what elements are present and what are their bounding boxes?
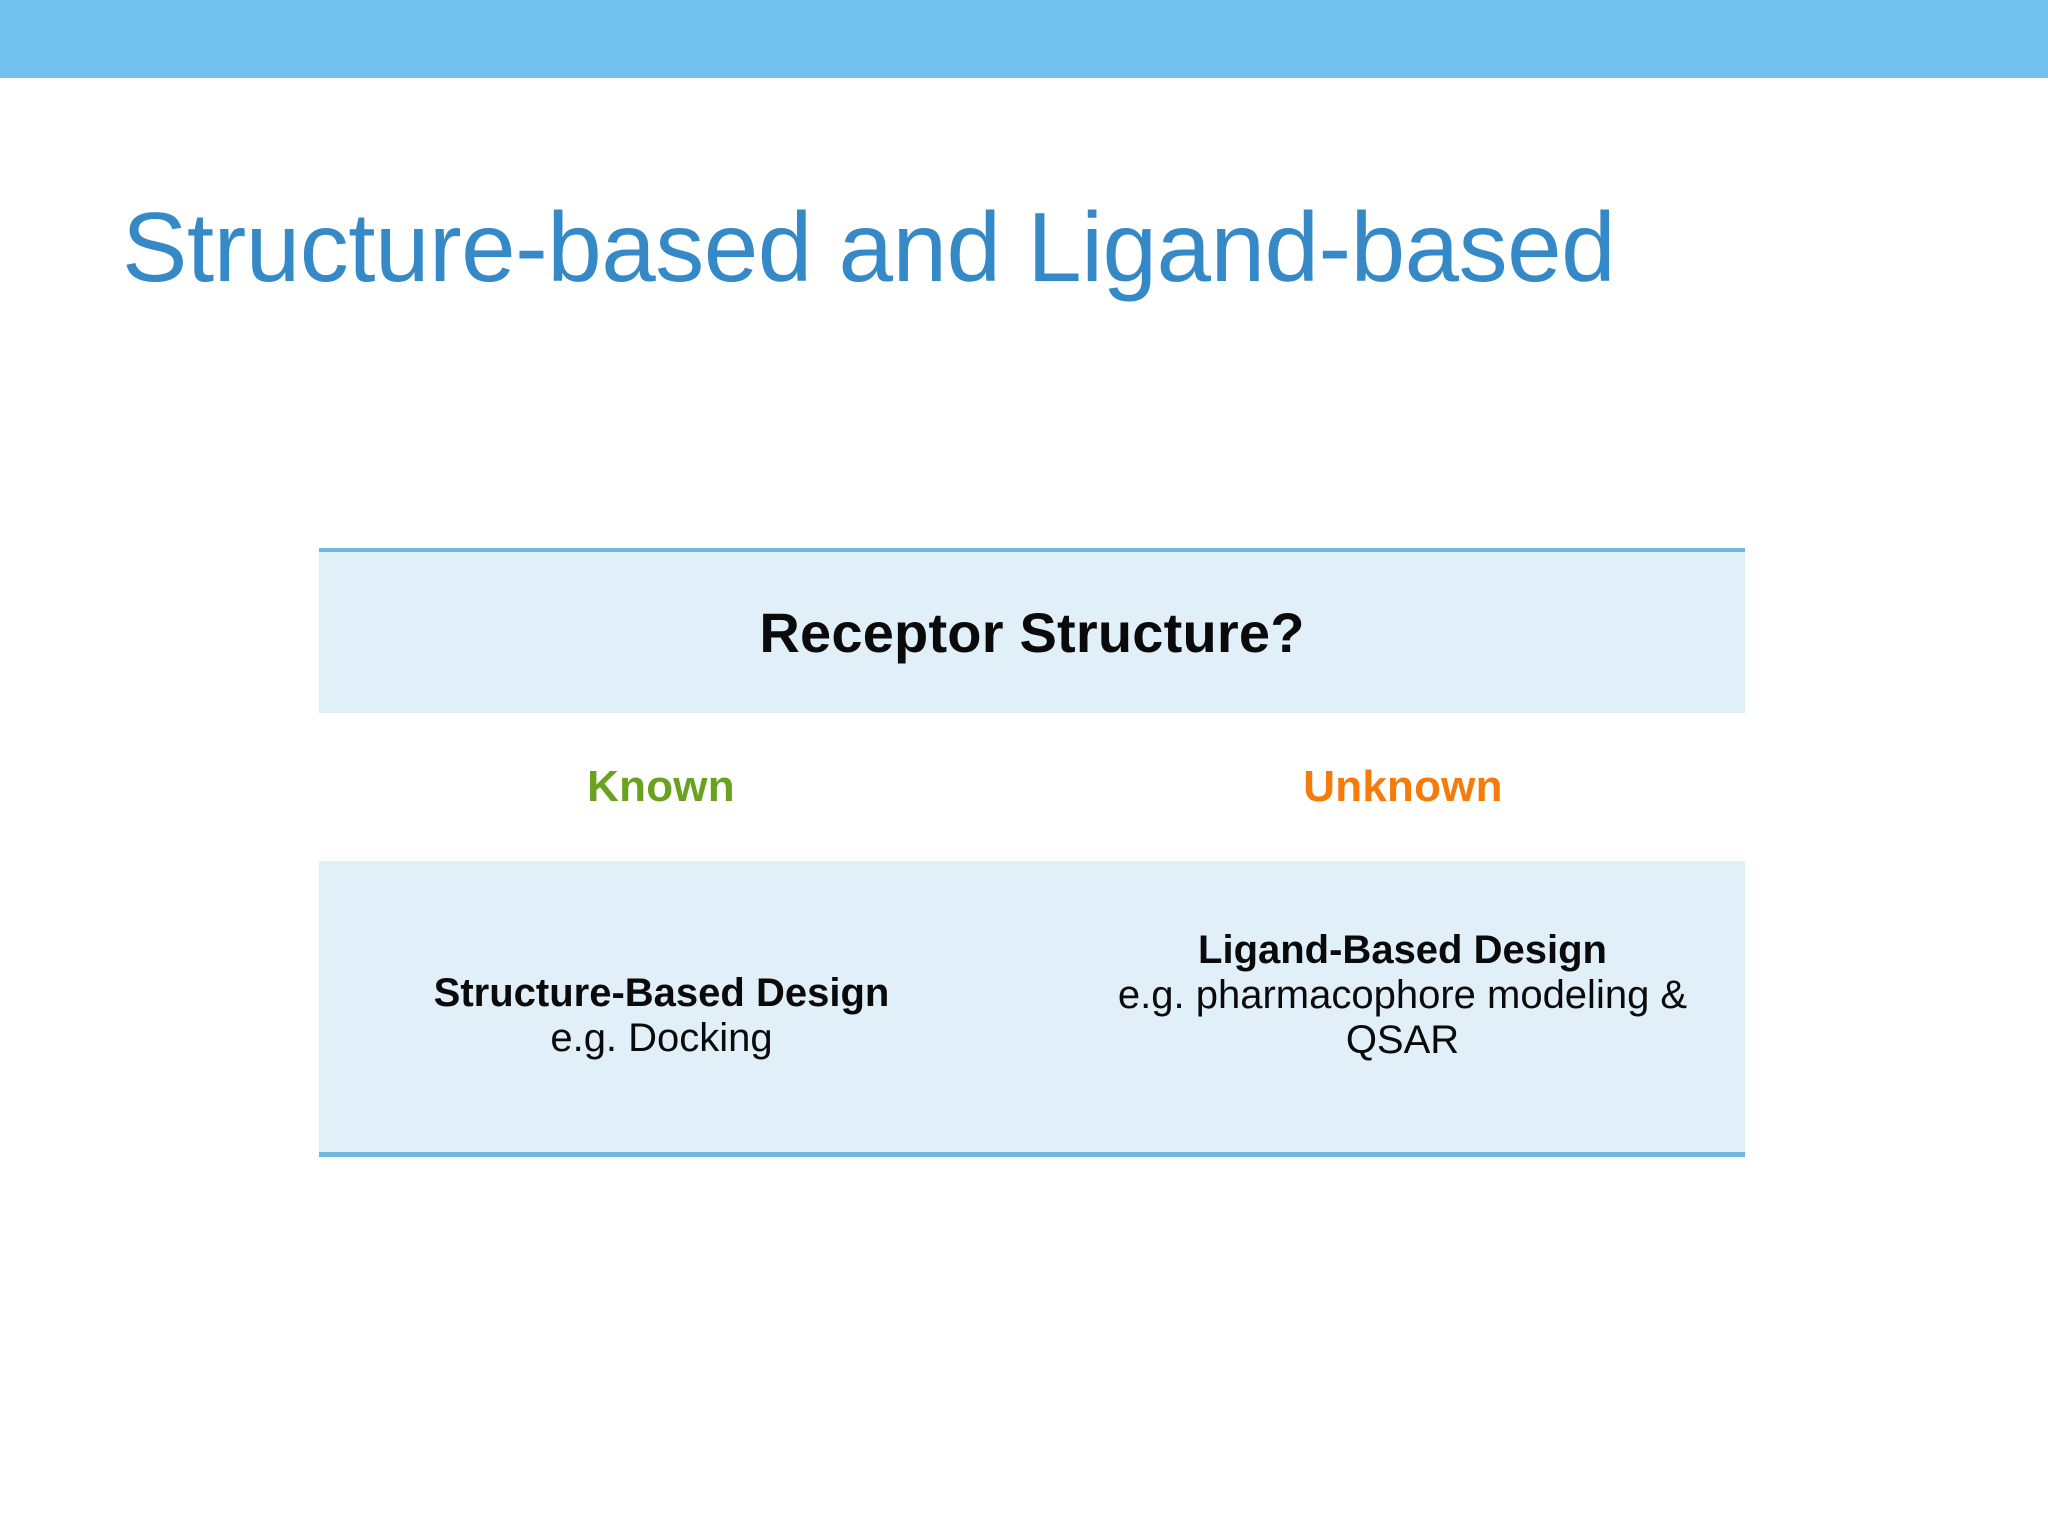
top-accent-band — [0, 0, 2048, 78]
outcome-subtitle-structure-based: e.g. Docking — [550, 1015, 773, 1060]
page-title: Structure-based and Ligand-based — [122, 191, 1616, 302]
branch-label-row: Known Unknown — [319, 713, 1745, 861]
decision-diagram: Receptor Structure? Known Unknown Struct… — [319, 548, 1745, 1157]
outcome-structure-based: Structure-Based Design e.g. Docking — [319, 953, 1038, 1061]
question-panel: Receptor Structure? — [319, 548, 1745, 713]
outcome-ligand-based: Ligand-Based Design e.g. pharmacophore m… — [1038, 928, 1745, 1084]
outcomes-panel: Structure-Based Design e.g. Docking Liga… — [319, 861, 1745, 1157]
outcome-subtitle-ligand-based: e.g. pharmacophore modeling & QSAR — [1117, 973, 1688, 1062]
question-text: Receptor Structure? — [759, 601, 1305, 664]
outcome-title-ligand-based: Ligand-Based Design — [1198, 928, 1607, 973]
branch-label-known: Known — [587, 762, 735, 811]
branch-label-unknown: Unknown — [1303, 762, 1503, 811]
outcome-title-structure-based: Structure-Based Design — [433, 970, 890, 1015]
